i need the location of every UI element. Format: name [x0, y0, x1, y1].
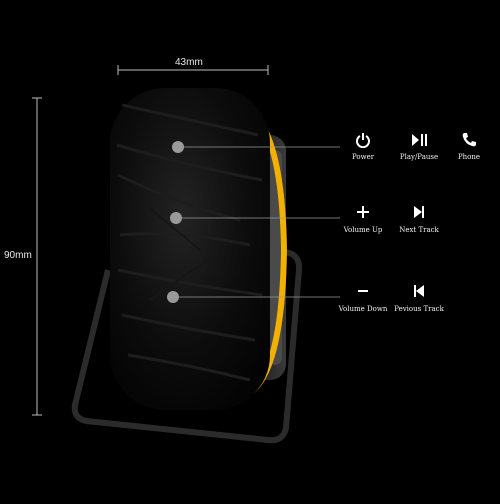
phone-label: Phone — [457, 153, 481, 161]
height-dimension-line — [32, 97, 42, 416]
speaker-body — [110, 88, 270, 410]
callout-power-play-phone — [172, 141, 340, 153]
phone-icon — [432, 132, 500, 150]
plus-icon — [326, 205, 400, 223]
speaker-stand — [71, 249, 303, 444]
control-phone: Phone — [432, 132, 500, 161]
power-icon — [326, 132, 400, 150]
volume-up-label: Volume Up — [343, 226, 383, 234]
play-pause-icon — [382, 132, 456, 150]
volume-down-label: Volume Down — [338, 305, 388, 313]
power-label: Power — [351, 153, 375, 161]
control-previous-track: Pevious Track — [382, 284, 456, 313]
width-dimension-line — [117, 65, 269, 75]
next-track-label: Next Track — [399, 226, 439, 234]
width-label: 43mm — [175, 57, 203, 68]
height-label: 90mm — [4, 250, 32, 261]
next-track-icon — [382, 205, 456, 223]
callout-volume-down-previous — [167, 291, 340, 303]
control-volume-down: Volume Down — [326, 284, 400, 313]
control-play-pause: Play/Pause — [382, 132, 456, 161]
previous-track-label: Pevious Track — [394, 305, 444, 313]
previous-track-icon — [382, 284, 456, 302]
control-next-track: Next Track — [382, 205, 456, 234]
play-pause-label: Play/Pause — [399, 153, 439, 161]
callout-volume-up-next — [170, 212, 340, 224]
minus-icon — [326, 284, 400, 302]
control-power: Power — [326, 132, 400, 161]
control-volume-up: Volume Up — [326, 205, 400, 234]
